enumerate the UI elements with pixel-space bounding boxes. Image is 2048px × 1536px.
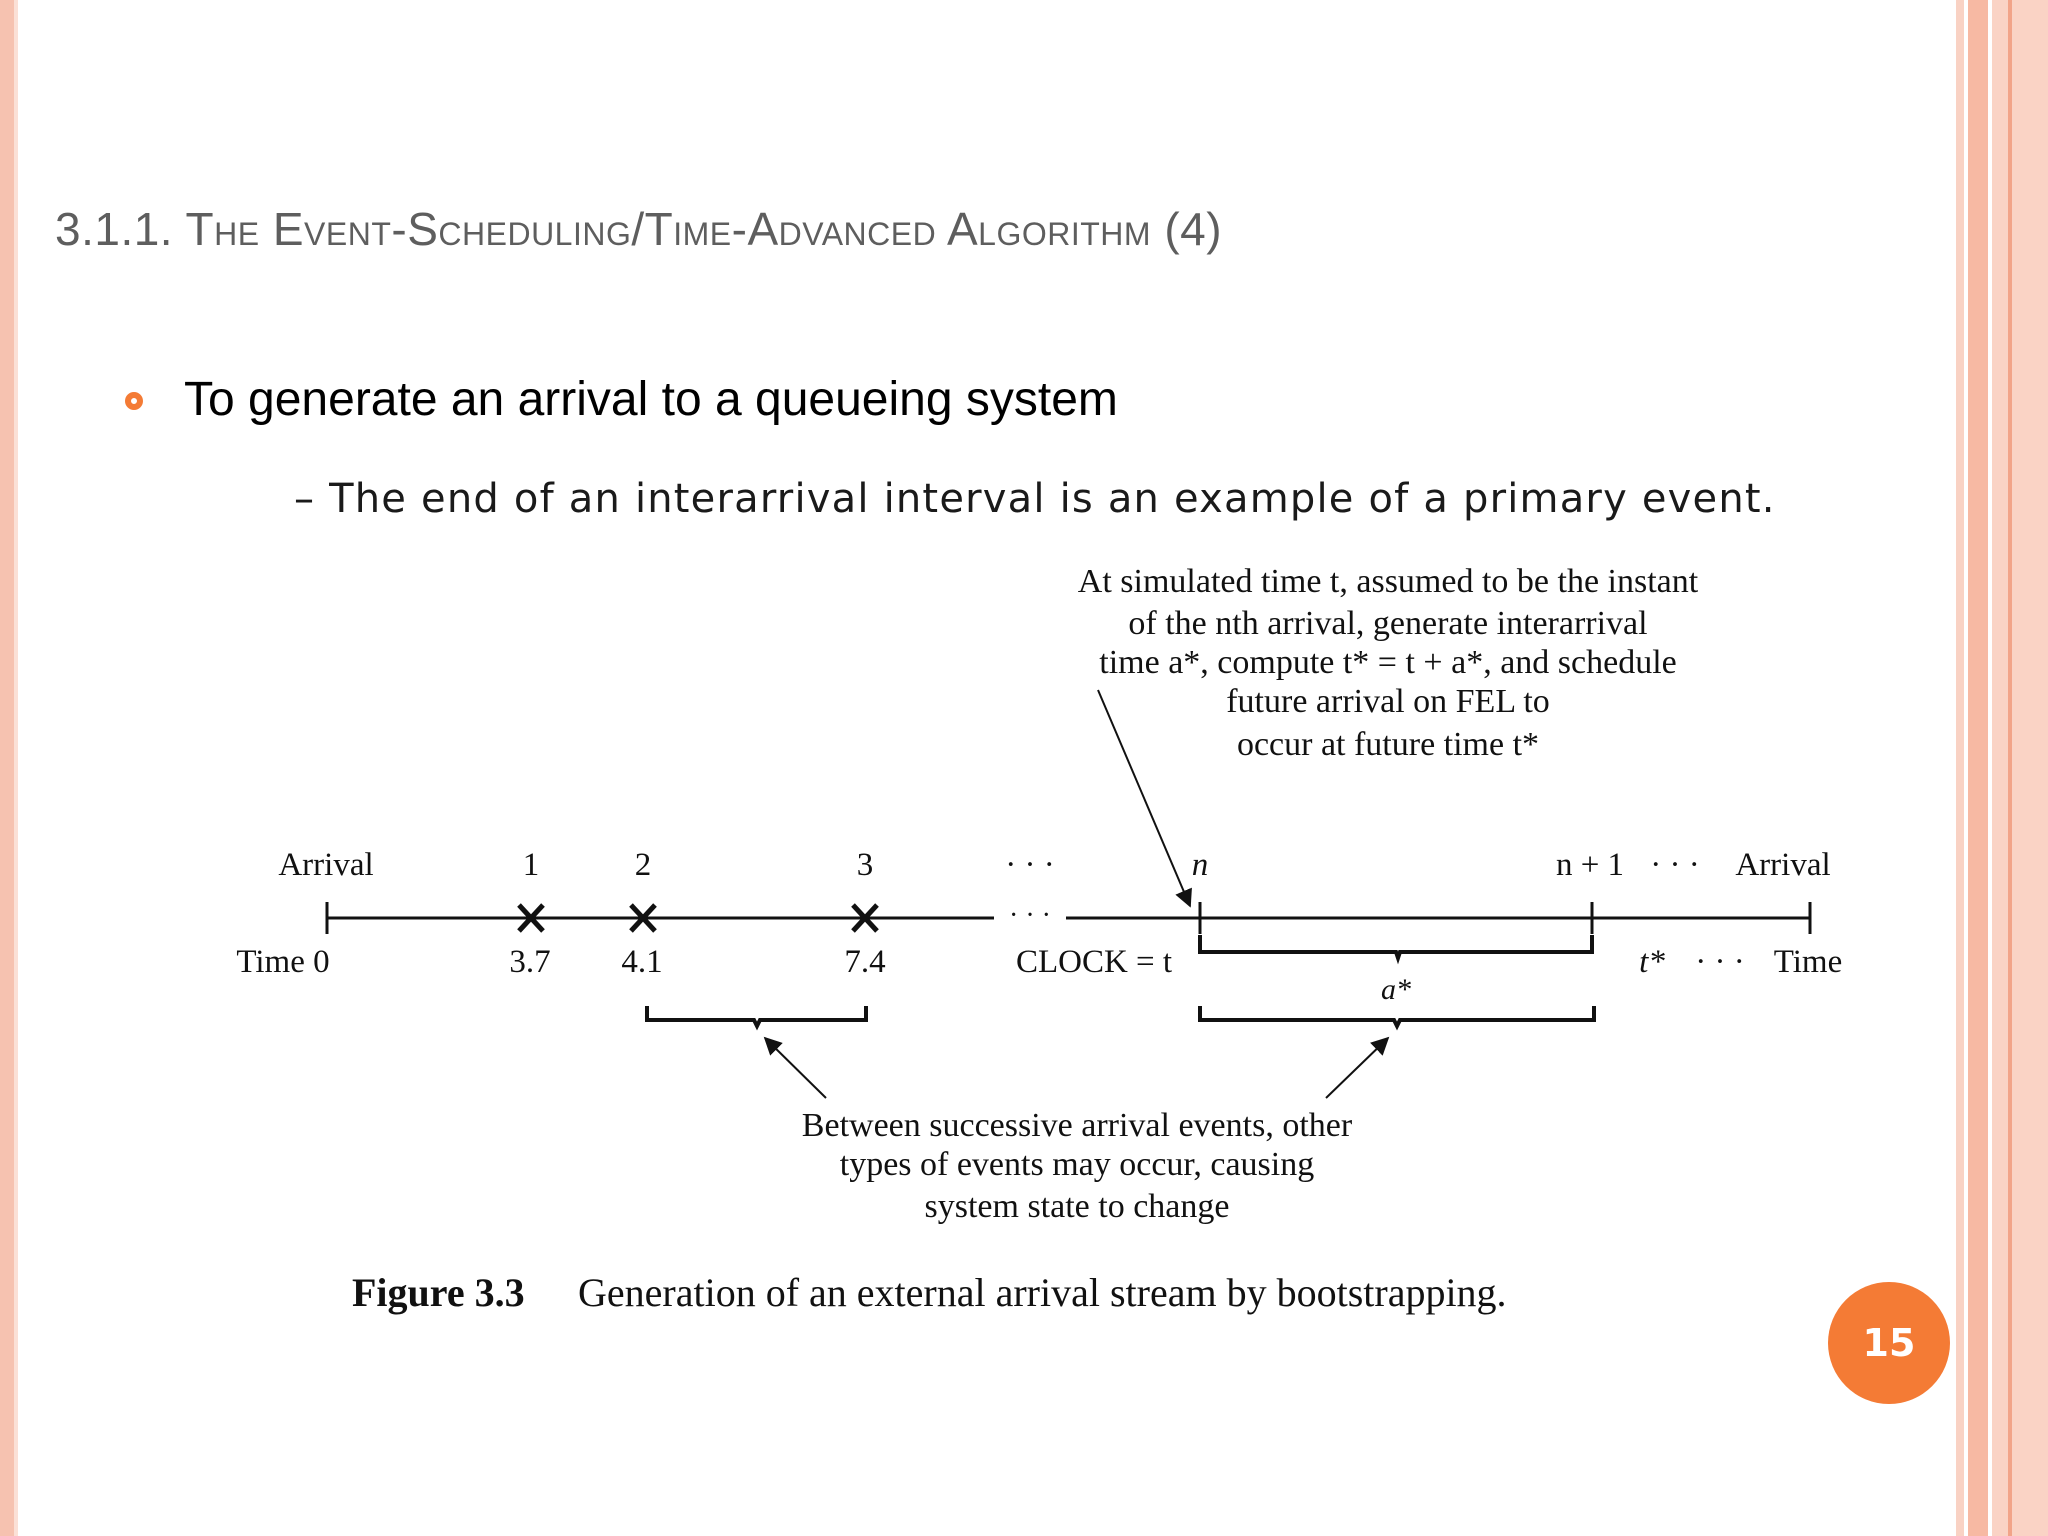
right-border-c	[1992, 0, 2048, 1536]
annotation-arrow-right	[1325, 1036, 1390, 1099]
label-arrival-2: 2	[635, 847, 652, 883]
left-border-inner	[14, 0, 18, 1536]
x-marker-2	[629, 903, 657, 933]
bottom-annotation-line-2: types of events may occur, causing	[840, 1146, 1315, 1183]
label-arrival-3: 3	[857, 847, 874, 883]
labels-below: Time 0 3.7 4.1 7.4 CLOCK = t t* · · · Ti…	[236, 944, 1842, 980]
top-annotation-line-5: occur at future time t*	[1237, 726, 1539, 763]
right-border-line	[2008, 0, 2012, 1536]
figure-caption: Figure 3.3 Generation of an external arr…	[352, 1270, 1507, 1315]
sub-bullet-text: – The end of an interarrival interval is…	[294, 476, 1776, 522]
annotation-arrow-left	[763, 1036, 827, 1099]
label-time-3-7: 3.7	[509, 944, 550, 980]
labels-above: Arrival 1 2 3 · · · n n + 1 · · · Arriva…	[278, 847, 1830, 883]
label-t-star: t*	[1639, 944, 1665, 980]
top-annotation-line-3: time a*, compute t* = t + a*, and schedu…	[1099, 644, 1676, 681]
arrival-x-markers	[517, 903, 879, 933]
label-dots-a: · · ·	[1005, 847, 1054, 883]
axis-break-dots: · · ·	[1009, 900, 1051, 931]
label-dots-c: · · ·	[1695, 944, 1744, 980]
bullet-text: To generate an arrival to a queueing sys…	[184, 373, 1118, 426]
left-border	[0, 0, 14, 1536]
top-annotation-line-1: At simulated time t, assumed to be the i…	[1078, 563, 1699, 600]
brace-interval-top	[1198, 935, 1594, 965]
x-marker-3	[851, 903, 879, 933]
bottom-annotation: Between successive arrival events, other…	[802, 1107, 1353, 1225]
label-time-4-1: 4.1	[621, 944, 662, 980]
label-arrival-right: Arrival	[1735, 847, 1830, 883]
label-arrival-n: n	[1192, 847, 1209, 883]
top-annotation-line-4: future arrival on FEL to	[1226, 683, 1550, 720]
right-border-b	[1968, 0, 1988, 1536]
x-marker-1	[517, 903, 545, 933]
label-dots-b: · · ·	[1650, 847, 1699, 883]
bullet-circle-icon	[125, 392, 143, 410]
top-annotation: At simulated time t, assumed to be the i…	[1078, 563, 1699, 763]
caption-label: Figure 3.3	[352, 1270, 525, 1315]
top-annotation-line-2: of the nth arrival, generate interarriva…	[1128, 605, 1647, 642]
label-arrival-1: 1	[523, 847, 540, 883]
bottom-annotation-line-3: system state to change	[925, 1188, 1230, 1225]
page-number-badge: 15	[1828, 1282, 1950, 1404]
brace-between-arrivals	[645, 1006, 868, 1031]
label-time: Time	[1774, 944, 1842, 980]
slide-title: 3.1.1. The Event-Scheduling/Time-Advance…	[55, 203, 1223, 255]
bottom-annotation-line-1: Between successive arrival events, other	[802, 1107, 1353, 1144]
label-arrival-left: Arrival	[278, 847, 373, 883]
brace-a-star	[1198, 1006, 1596, 1031]
annotation-arrow-top	[1097, 689, 1192, 908]
caption-text: Generation of an external arrival stream…	[578, 1270, 1507, 1315]
right-border-a	[1956, 0, 1964, 1536]
label-arrival-n-plus-1: n + 1	[1556, 847, 1624, 883]
label-time-7-4: 7.4	[844, 944, 885, 980]
label-time-0: Time 0	[236, 944, 329, 980]
label-clock: CLOCK = t	[1016, 944, 1172, 980]
label-a-star: a*	[1381, 973, 1411, 1006]
